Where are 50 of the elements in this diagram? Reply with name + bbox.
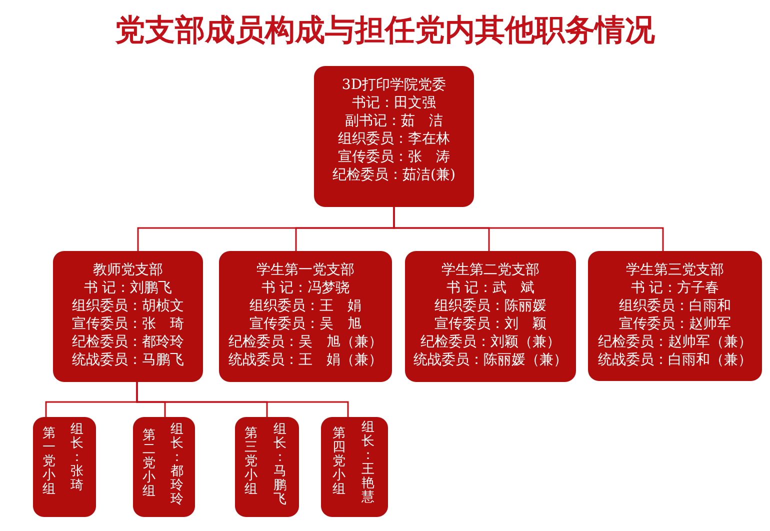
member-line: 统战委员：白雨和（兼） <box>598 351 752 369</box>
branch-box <box>219 251 392 382</box>
member-line: 统战委员：王 娟（兼） <box>228 351 382 369</box>
member-line: 书记：田文强 <box>352 94 436 112</box>
branch-name: 学生第二党支部 <box>442 261 540 279</box>
committee-box <box>314 66 474 207</box>
member-line: 宣传委员：刘 颖 <box>434 315 546 333</box>
member-line: 宣传委员：张 涛 <box>338 148 450 166</box>
group-name: 第二党小组 <box>142 429 156 499</box>
title: 党支部成员构成与担任党内其他职务情况 <box>115 12 655 50</box>
member-line: 纪检委员：茹洁(兼) <box>332 166 456 184</box>
member-line: 书 记：武 斌 <box>446 279 535 297</box>
member-line: 组织委员：王 娟 <box>250 297 362 315</box>
member-line: 书 记：刘鹏飞 <box>84 279 172 297</box>
member-line: 组织委员：胡桢文 <box>72 297 184 315</box>
member-line: 组织委员：白雨和 <box>619 297 731 315</box>
group-box <box>133 417 195 517</box>
member-line: 统战委员：陈丽媛（兼） <box>414 351 568 369</box>
member-line: 宣传委员：赵帅军 <box>619 315 731 333</box>
group-box <box>321 417 388 517</box>
member-line: 纪检委员：赵帅军（兼） <box>598 333 752 351</box>
leader-name: 组长：马鹏飞 <box>273 423 287 507</box>
group-name: 第一党小组 <box>42 427 56 497</box>
connector-line <box>393 207 664 251</box>
group-name: 第四党小组 <box>332 427 346 497</box>
branch-box <box>588 251 762 381</box>
branch-name: 学生第三党支部 <box>626 261 724 279</box>
group-box <box>33 417 96 517</box>
group-box <box>235 417 299 517</box>
member-line: 书 记：方子春 <box>630 279 720 297</box>
branch-box <box>405 251 576 382</box>
leader-name: 组长：张琦 <box>70 423 84 493</box>
member-line: 副书记：茹 洁 <box>345 112 443 130</box>
branch-name: 教师党支部 <box>93 261 163 279</box>
committee-name: 3D打印学院党委 <box>342 76 446 94</box>
member-line: 组织委员：陈丽媛 <box>434 297 546 315</box>
leader-name: 组长：都玲玲 <box>170 423 184 507</box>
member-line: 统战委员：马鹏飞 <box>72 351 184 369</box>
leader-name: 组长：王艳慧 <box>361 421 375 505</box>
member-line: 宣传委员：张 琦 <box>72 315 184 333</box>
member-line: 纪检委员：吴 旭（兼） <box>228 333 382 351</box>
member-line: 宣传委员：吴 旭 <box>250 315 362 333</box>
connector-line <box>136 382 349 417</box>
member-line: 纪检委员：都玲玲 <box>72 333 184 351</box>
branch-box <box>53 251 203 382</box>
branch-name: 学生第一党支部 <box>256 261 354 279</box>
member-line: 纪检委员：刘颖（兼） <box>420 333 560 351</box>
group-name: 第三党小组 <box>244 427 258 497</box>
member-line: 组织委员：李在林 <box>338 130 450 148</box>
member-line: 书 记：冯梦骁 <box>261 279 350 297</box>
